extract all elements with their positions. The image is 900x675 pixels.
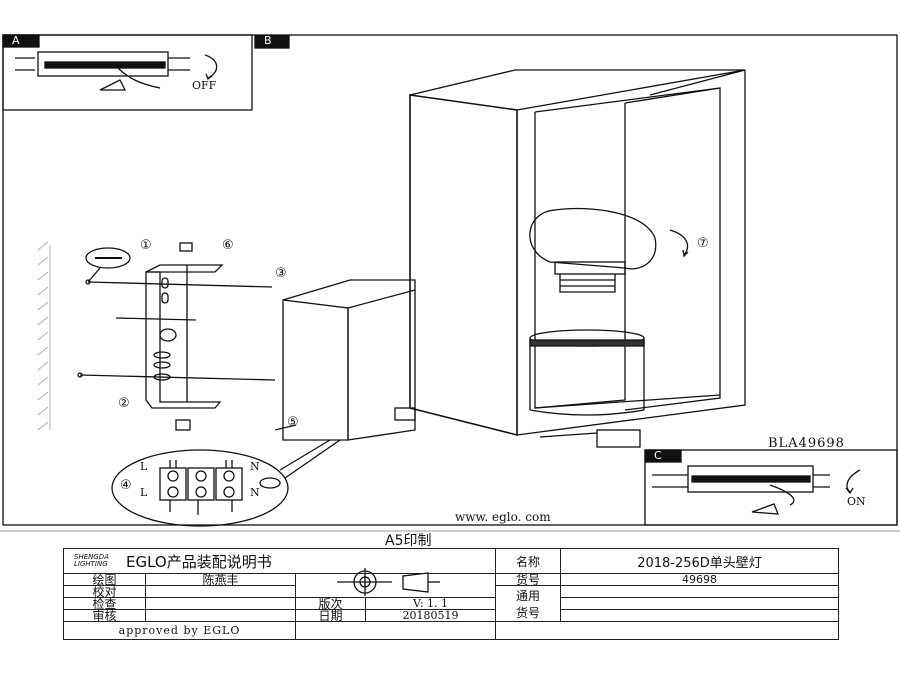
website: www. eglo. com bbox=[455, 510, 551, 524]
lamp-frame bbox=[409, 69, 746, 448]
projection-symbol bbox=[337, 568, 440, 596]
panel-b-tag bbox=[254, 35, 290, 49]
panel-c-label: C bbox=[654, 449, 662, 462]
panel-a-label: A bbox=[12, 34, 20, 47]
terminal-block-detail bbox=[111, 439, 341, 527]
callout-6: ⑥ bbox=[222, 238, 234, 253]
terminal-label-l-bottom: L bbox=[140, 486, 148, 499]
terminal-label-l-top: L bbox=[140, 460, 148, 473]
callout-7: ⑦ bbox=[697, 236, 709, 251]
callout-4: ④ bbox=[120, 478, 132, 493]
on-label: ON bbox=[847, 495, 866, 508]
empty-cell bbox=[295, 621, 496, 640]
wall bbox=[37, 241, 51, 431]
callout-3: ③ bbox=[275, 266, 287, 281]
general-item-label: 通用货号 bbox=[495, 585, 561, 622]
panel-c-terminal-on bbox=[644, 449, 898, 526]
name-value: 2018-256D单头壁灯 bbox=[560, 548, 839, 574]
lamp-housing bbox=[274, 279, 416, 441]
print-size: A5印制 bbox=[385, 533, 432, 549]
drawing-frame bbox=[2, 34, 898, 526]
lamp-socket bbox=[529, 329, 645, 416]
empty-cell bbox=[495, 621, 839, 640]
off-label: OFF bbox=[192, 79, 217, 92]
panel-b-label: B bbox=[264, 34, 272, 47]
callout-5: ⑤ bbox=[287, 415, 299, 430]
panel-a-terminal-off bbox=[2, 34, 253, 111]
title-cell: SHENGDA LIGHTING EGLO产品装配说明书 bbox=[63, 548, 496, 574]
approved-by: approved by EGLO bbox=[63, 621, 296, 640]
mounting-bracket bbox=[77, 242, 276, 431]
light-bulb bbox=[529, 207, 689, 293]
callout-2: ② bbox=[118, 396, 130, 411]
model-code: BLA49698 bbox=[768, 436, 845, 451]
company-logo: SHENGDA LIGHTING bbox=[74, 553, 109, 568]
callout-1: ① bbox=[140, 238, 152, 253]
document-title: EGLO产品装配说明书 bbox=[126, 552, 272, 571]
terminal-label-n-top: N bbox=[250, 460, 260, 473]
terminal-label-n-bottom: N bbox=[250, 486, 260, 499]
